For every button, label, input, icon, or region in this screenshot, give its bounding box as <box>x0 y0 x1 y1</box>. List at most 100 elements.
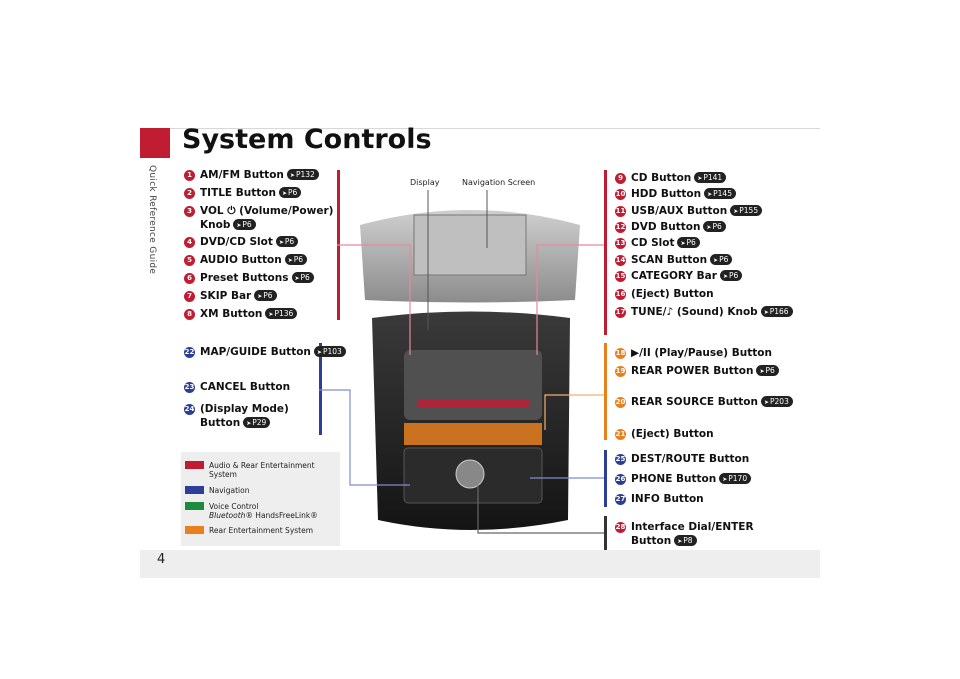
control-item: 9CD ButtonP141 <box>615 171 727 185</box>
legend-swatch <box>185 486 204 494</box>
interface-dial <box>455 459 485 489</box>
item-number-badge: 27 <box>615 494 626 505</box>
legend-label-2: ® HandsFreeLink® <box>245 511 318 520</box>
page-reference-link[interactable]: P6 <box>710 254 733 265</box>
item-number-badge: 4 <box>184 237 195 248</box>
control-item: 8XM ButtonP136 <box>184 307 298 321</box>
item-label: (Display Mode) <box>200 403 289 415</box>
bracket-audio-right <box>604 170 607 335</box>
legend-label: Rear Entertainment System <box>209 526 314 535</box>
page-reference-link[interactable]: P6 <box>254 290 277 301</box>
page-reference-link[interactable]: P103 <box>313 346 346 357</box>
item-label-2: Knob <box>200 219 231 231</box>
item-label: SCAN Button <box>631 254 708 266</box>
page-reference-link[interactable]: P6 <box>278 187 302 198</box>
item-number-badge: 5 <box>184 255 195 266</box>
item-label: DVD/CD Slot <box>200 236 273 248</box>
legend-label: Navigation <box>209 486 250 495</box>
line-dial-right <box>477 485 604 534</box>
audio-panel <box>404 350 542 420</box>
item-number-badge: 20 <box>615 397 626 408</box>
control-item: 26 PHONE ButtonP170 <box>615 472 752 486</box>
page-reference-link[interactable]: P8 <box>674 535 697 546</box>
item-number-badge: 22 <box>184 347 195 358</box>
page-reference-link[interactable]: P203 <box>760 396 793 407</box>
page-reference-link[interactable]: P145 <box>704 188 736 199</box>
page-footer-bar <box>140 550 820 578</box>
item-label: ▶/II (Play/Pause) Button <box>631 347 772 359</box>
item-number-badge: 2 <box>184 188 195 199</box>
skip-bar <box>418 400 530 408</box>
navigation-screen <box>413 214 527 276</box>
item-label: USB/AUX Button <box>631 205 728 217</box>
item-number-badge: 21 <box>615 429 626 440</box>
page-reference-link[interactable]: P166 <box>760 306 793 317</box>
item-number-badge: 13 <box>615 238 626 249</box>
item-number-badge: 25 <box>615 454 626 465</box>
caption-display: Display <box>410 178 440 187</box>
page-reference-link[interactable]: P6 <box>756 365 779 376</box>
item-label: HDD Button <box>631 188 702 200</box>
legend-swatch <box>185 526 204 534</box>
legend-label: Audio & Rear Entertainment <box>209 461 315 470</box>
control-item: 6 Preset ButtonsP6 <box>184 271 314 285</box>
item-number-badge: 26 <box>615 474 626 485</box>
item-label: Interface Dial/ENTER <box>631 521 754 533</box>
side-label: Quick Reference Guide <box>147 165 157 275</box>
legend-label-italic: Bluetooth <box>209 511 246 520</box>
control-item: 4 DVD/CD SlotP6 <box>184 235 299 249</box>
section-tab <box>140 128 170 158</box>
page-reference-link[interactable]: P6 <box>284 254 308 265</box>
item-label: DVD Button <box>631 221 701 233</box>
page-reference-link[interactable]: P6 <box>677 237 700 248</box>
line-audio-left <box>337 244 411 355</box>
item-number-badge: 15 <box>615 271 626 282</box>
item-number-badge: 6 <box>184 273 195 284</box>
page-reference-link[interactable]: P136 <box>265 308 298 319</box>
page-reference-link[interactable]: P170 <box>719 473 752 484</box>
page-reference-link[interactable]: P6 <box>233 219 256 230</box>
item-label: REAR POWER Button <box>631 365 754 377</box>
page-reference-link[interactable]: P6 <box>291 272 314 283</box>
page-number: 4 <box>157 552 166 567</box>
control-item: 2 TITLE ButtonP6 <box>184 186 302 200</box>
legend-swatch <box>185 461 204 469</box>
page-reference-link[interactable]: P132 <box>286 169 319 180</box>
control-item: 12 DVD ButtonP6 <box>615 220 726 234</box>
page-reference-link[interactable]: P6 <box>275 236 299 247</box>
item-label: VOL ⏻ (Volume/Power) <box>200 205 334 217</box>
control-item: 15 CATEGORY BarP6 <box>615 269 743 283</box>
item-label: CD Slot <box>631 237 675 249</box>
page-reference-link[interactable]: P155 <box>730 205 763 216</box>
item-number-badge: 23 <box>184 382 195 393</box>
item-number-badge: 24 <box>184 404 195 415</box>
page-reference-link[interactable]: P6 <box>719 270 743 281</box>
page-reference-link[interactable]: P29 <box>243 417 271 428</box>
item-label: CATEGORY Bar <box>631 270 717 282</box>
item-number-badge: 28 <box>615 522 626 533</box>
line-rear-right <box>544 394 604 430</box>
bracket-nav-left <box>319 343 322 435</box>
control-item: 21(Eject) Button <box>615 427 714 441</box>
item-label: PHONE Button <box>631 473 717 485</box>
page-reference-link[interactable]: P141 <box>694 172 727 183</box>
item-label: (Eject) Button <box>631 288 714 300</box>
item-number-badge: 12 <box>615 222 626 233</box>
item-label: AM/FM Button <box>200 169 284 181</box>
item-label: TITLE Button <box>200 187 276 199</box>
page-reference-link[interactable]: P6 <box>703 221 726 232</box>
item-label: Preset Buttons <box>200 272 289 284</box>
control-item: 18 ▶/II (Play/Pause) Button <box>615 346 772 360</box>
item-number-badge: 17 <box>615 307 626 318</box>
item-number-badge: 18 <box>615 348 626 359</box>
bracket-nav-right <box>604 450 607 507</box>
